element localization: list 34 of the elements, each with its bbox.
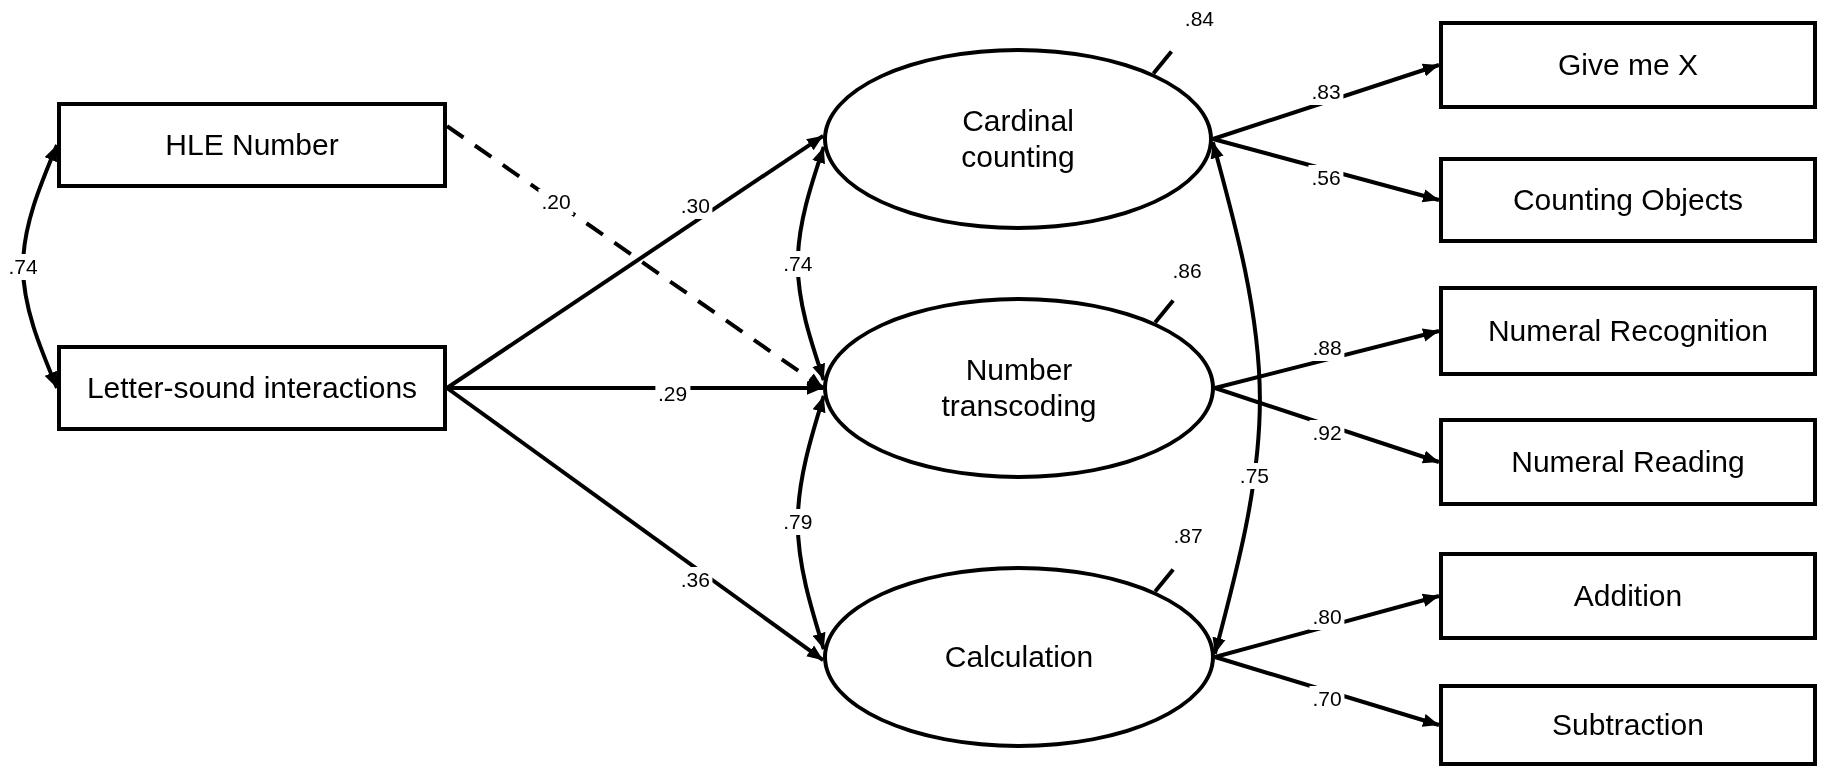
variable-name: Number transcoding <box>940 352 1098 424</box>
observed-variable-box <box>57 102 447 188</box>
arrow <box>1214 328 1440 390</box>
variable-name: Numeral Recognition <box>1487 313 1769 349</box>
variable-name: Give me X <box>1557 47 1698 83</box>
observed-variable-box <box>1439 157 1817 243</box>
edge-label: .20 <box>538 189 574 216</box>
observed-variable-box <box>1439 684 1817 766</box>
observed-variable-box <box>57 345 447 431</box>
variable-name: Counting Objects <box>1512 182 1744 218</box>
arrow <box>447 381 823 395</box>
double-headed-arrow <box>1210 141 1262 655</box>
arrow <box>1212 63 1440 141</box>
residual-line <box>1153 299 1175 324</box>
arrow <box>1214 386 1440 464</box>
double-headed-arrow <box>795 395 826 650</box>
variable-name: Calculation <box>944 639 1094 675</box>
variable-name: HLE Number <box>165 127 339 163</box>
arrow <box>1214 655 1440 727</box>
variable-name: Subtraction <box>1552 707 1704 743</box>
variable-name: Letter-sound interactions <box>86 370 418 406</box>
observed-variable-box <box>1439 552 1817 640</box>
double-headed-arrow <box>795 146 826 381</box>
double-headed-arrow <box>21 144 59 389</box>
arrow <box>1212 137 1440 203</box>
variable-name: Addition <box>1573 578 1683 614</box>
observed-variable-box <box>1439 418 1817 506</box>
variable-name: Cardinal counting <box>960 103 1076 175</box>
observed-variable-box <box>1439 21 1817 109</box>
residual-line <box>1153 568 1175 593</box>
observed-variable-box <box>1439 286 1817 376</box>
variable-name: Numeral Reading <box>1511 444 1745 480</box>
arrow <box>1214 593 1440 659</box>
residual-line <box>1151 50 1173 75</box>
